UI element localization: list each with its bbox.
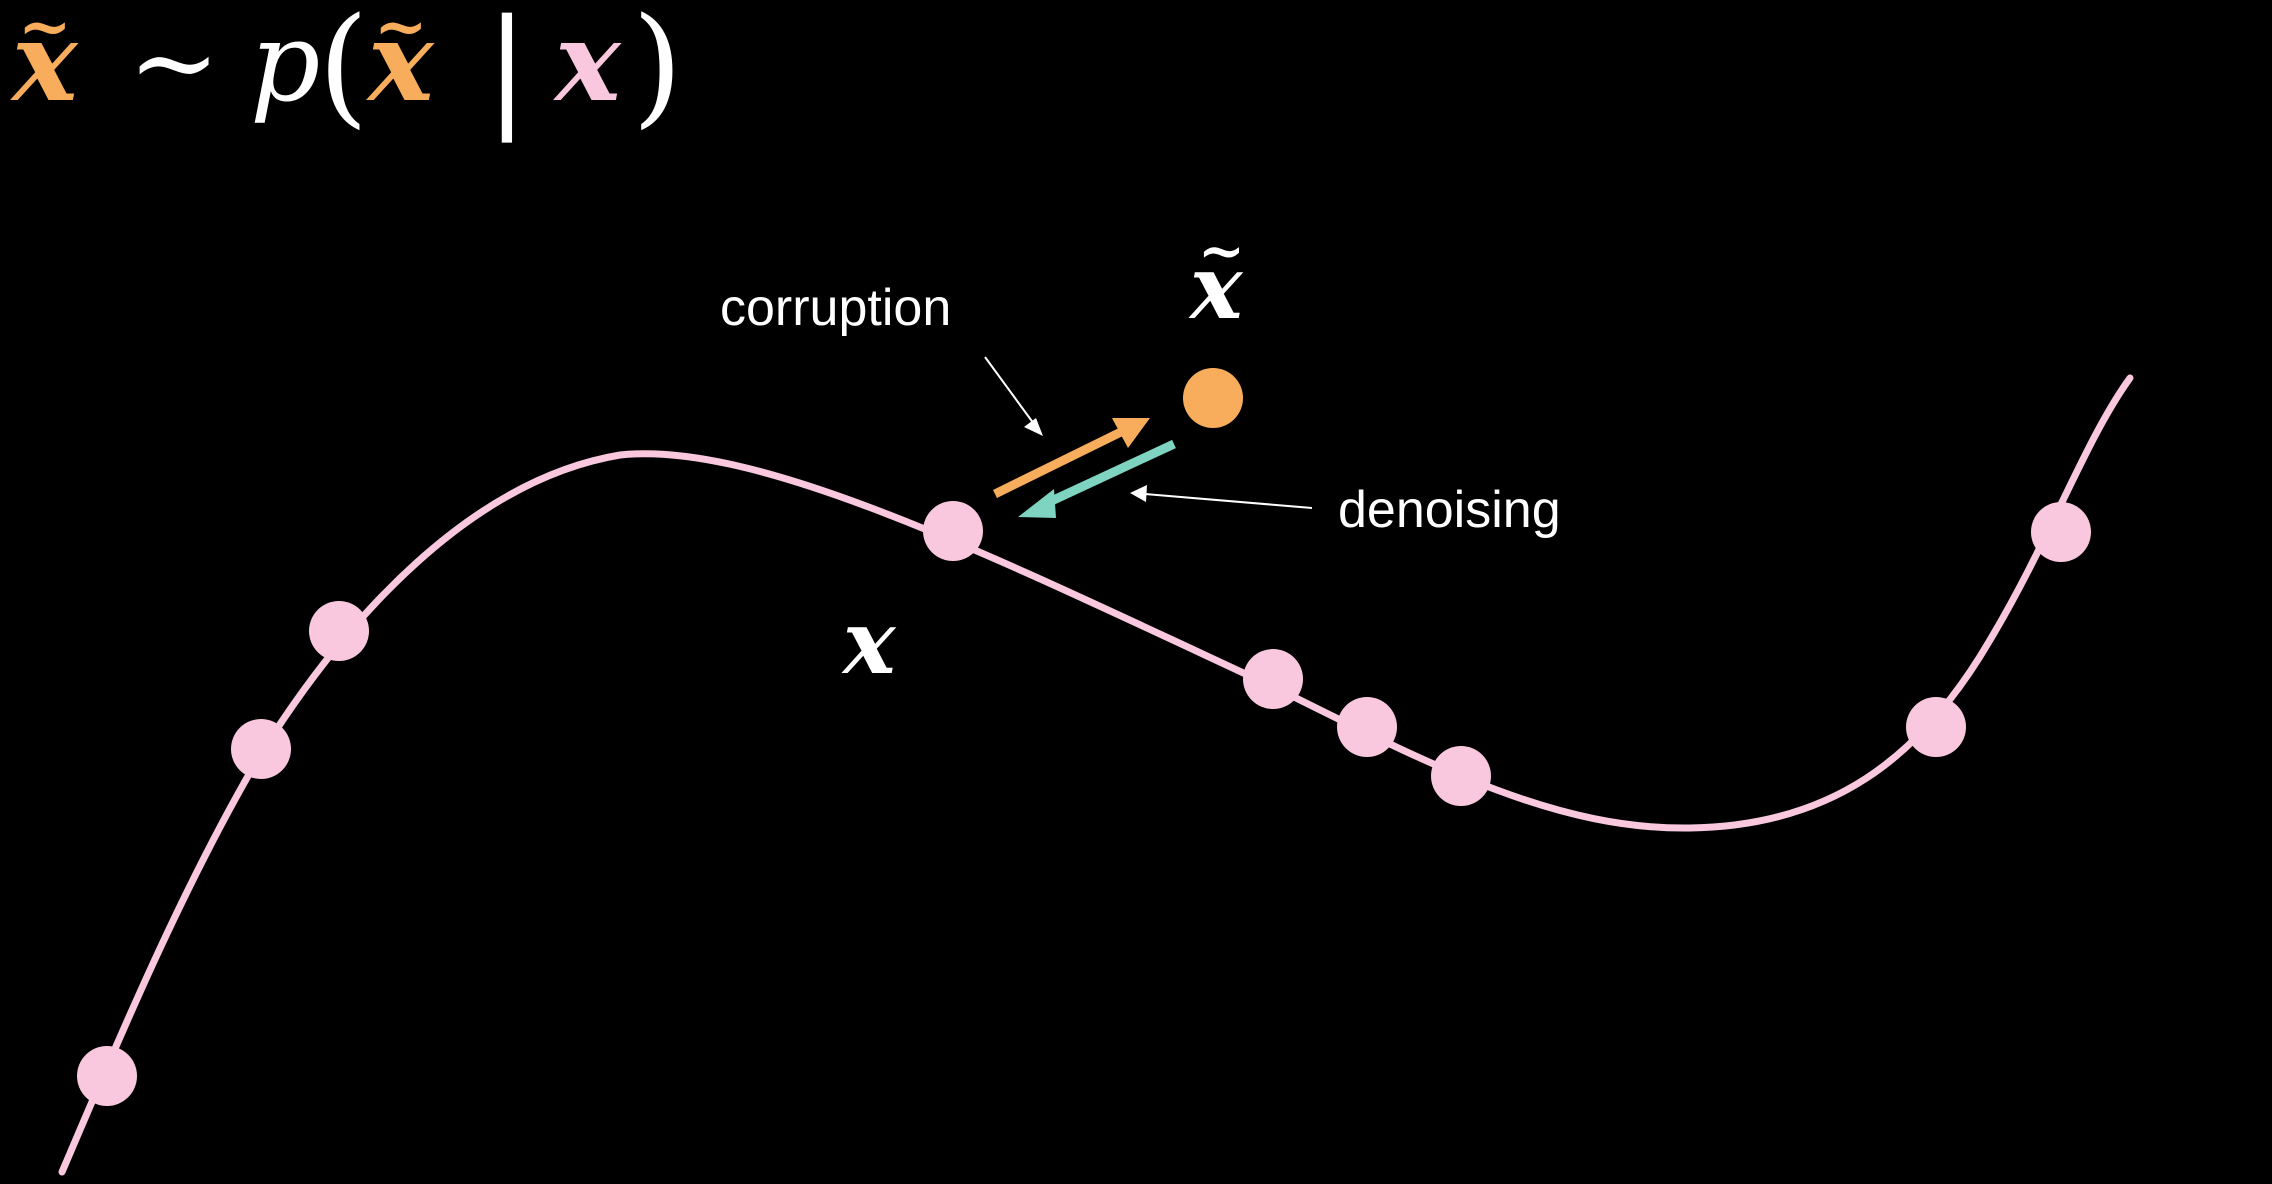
noisy-point [1183,368,1243,428]
corruption-pointer [984,356,1043,436]
data-point [231,719,291,779]
formula-x: x [553,0,622,126]
denoising-arrow [1018,439,1176,518]
data-point [1243,649,1303,709]
formula-close-paren: ) [632,0,683,141]
data-points [77,501,2091,1106]
formula-x-tilde: x [10,0,79,126]
corruption-label: corruption [720,279,951,337]
formula-x-tilde-inner: x [366,0,435,126]
data-point [1431,746,1491,806]
x-tilde-symbol: x [1188,235,1244,339]
x-tilde-symbol-mark: ~ [1198,218,1245,284]
denoising-label: denoising [1338,481,1561,539]
data-point [77,1046,137,1106]
formula-p: p [250,0,320,126]
formula-sim: ∼ [128,0,220,126]
corruption-arrow [993,418,1150,499]
denoising-pointer [1130,485,1313,509]
data-point [1906,697,1966,757]
formula-x-tilde-mark: ~ [18,0,72,64]
formula: x ~ ∼ p ( x ~ | x ) [10,0,683,143]
data-manifold-curve [58,374,2134,1176]
data-point [309,601,369,661]
data-point-x [923,501,983,561]
data-point [1337,697,1397,757]
data-point [2031,502,2091,562]
x-symbol: x [841,590,897,694]
formula-open-paren: ( [318,0,369,141]
formula-x-tilde-inner-mark: ~ [374,0,428,64]
formula-given-bar: | [485,0,529,143]
